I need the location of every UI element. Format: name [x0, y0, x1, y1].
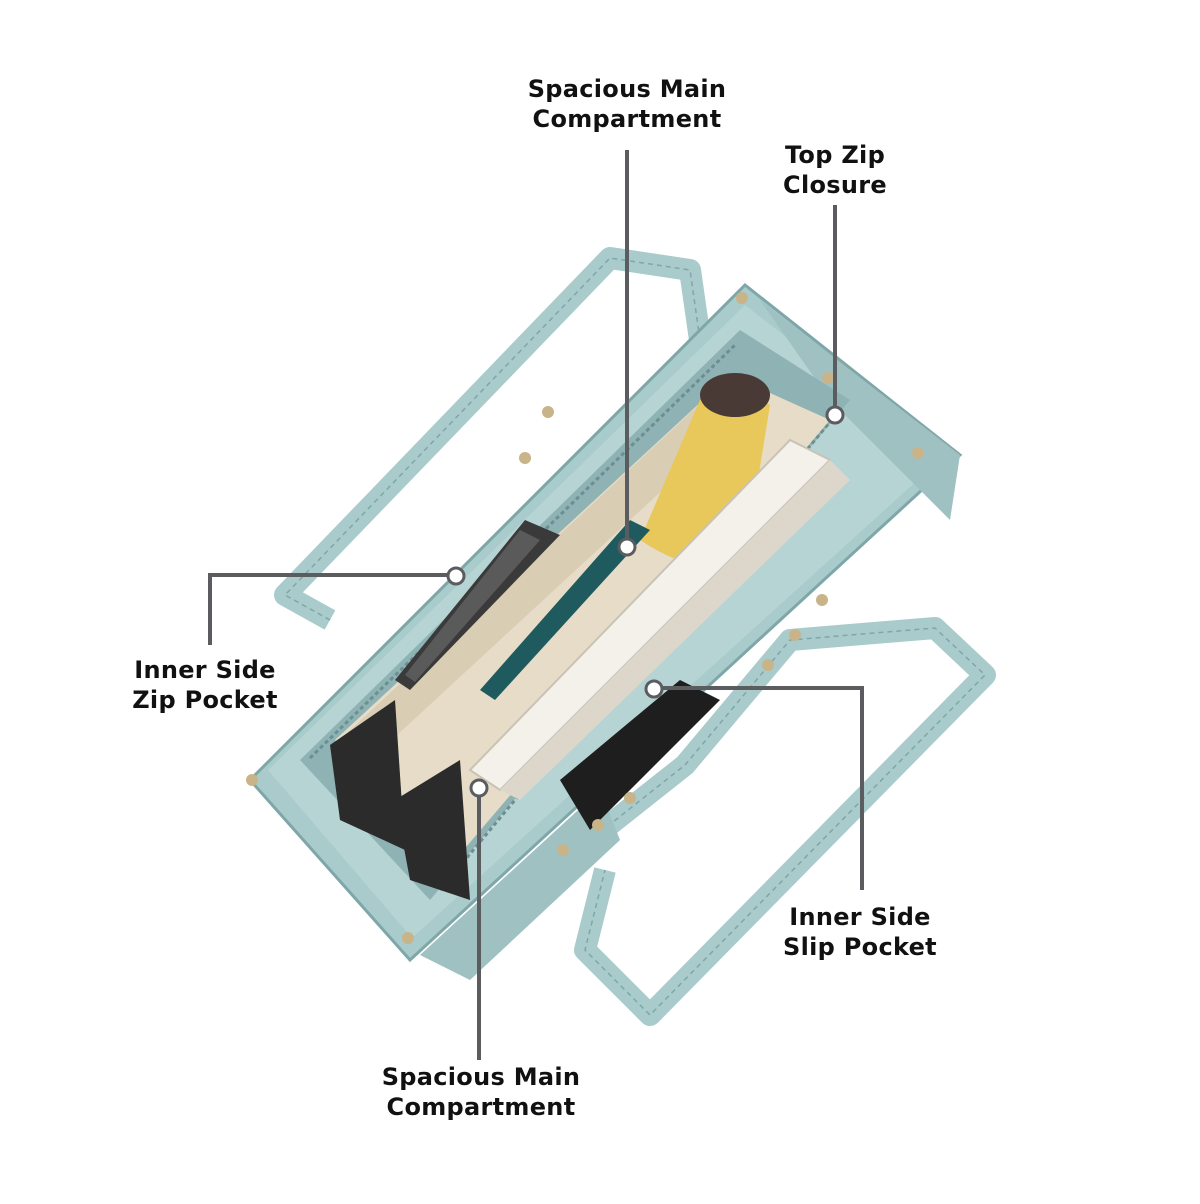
anchor-dot-slip-pocket: [644, 679, 664, 699]
callout-inner-side-slip-pocket: Inner Side Slip Pocket: [783, 903, 937, 961]
slip-pocket-insert: [560, 680, 720, 830]
compartment-dividers: [330, 700, 470, 900]
front-handle: [558, 617, 996, 1026]
anchor-dots: [446, 405, 845, 798]
wallet: [395, 520, 560, 690]
book: [468, 438, 850, 800]
anchor-dot-main-top: [617, 537, 637, 557]
callout-top-zip-closure: Top Zip Closure: [783, 141, 887, 199]
callout-main-compartment-bottom: Spacious Main Compartment: [381, 1063, 581, 1121]
leader-line-zip-pocket: [208, 573, 455, 645]
pen: [480, 520, 650, 700]
anchor-dot-zip-pocket: [446, 566, 466, 586]
leader-line-slip-pocket: [655, 686, 864, 890]
metal-studs: [246, 292, 924, 944]
anchor-dot-zip-closure: [825, 405, 845, 425]
anchor-dot-main-bottom: [469, 778, 489, 798]
back-handle: [274, 247, 711, 630]
callout-inner-side-zip-pocket: Inner Side Zip Pocket: [132, 656, 278, 714]
leader-lines: [208, 150, 864, 1060]
callout-main-compartment-top: Spacious Main Compartment: [527, 75, 727, 133]
